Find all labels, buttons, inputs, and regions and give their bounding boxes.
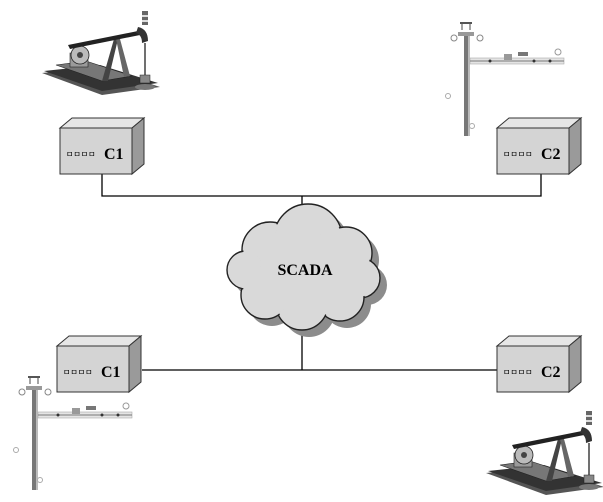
- controller-label: C1: [104, 146, 124, 163]
- controller-label: C2: [541, 146, 561, 163]
- controller-indicator: ㅁㅁㅁㅁ: [503, 368, 532, 377]
- controller-c2-top: ㅁㅁㅁㅁ C2: [496, 117, 582, 175]
- controller-indicator: ㅁㅁㅁㅁ: [63, 368, 92, 377]
- controller-c1-bottom: ㅁㅁㅁㅁ C1: [56, 335, 142, 393]
- controller-c1-top: ㅁㅁㅁㅁ C1: [59, 117, 145, 175]
- controller-c2-bottom: ㅁㅁㅁㅁ C2: [496, 335, 582, 393]
- wellhead-icon: [12, 375, 133, 491]
- pumpjack-icon: [485, 410, 603, 496]
- pumpjack-icon: [41, 10, 161, 96]
- controller-label: C1: [101, 364, 121, 381]
- scada-cloud: SCADA: [226, 203, 387, 337]
- controller-indicator: ㅁㅁㅁㅁ: [503, 150, 532, 159]
- controller-indicator: ㅁㅁㅁㅁ: [66, 150, 95, 159]
- link-top-left: [101, 174, 542, 197]
- controller-label: C2: [541, 364, 561, 381]
- cloud-label: SCADA: [277, 262, 333, 279]
